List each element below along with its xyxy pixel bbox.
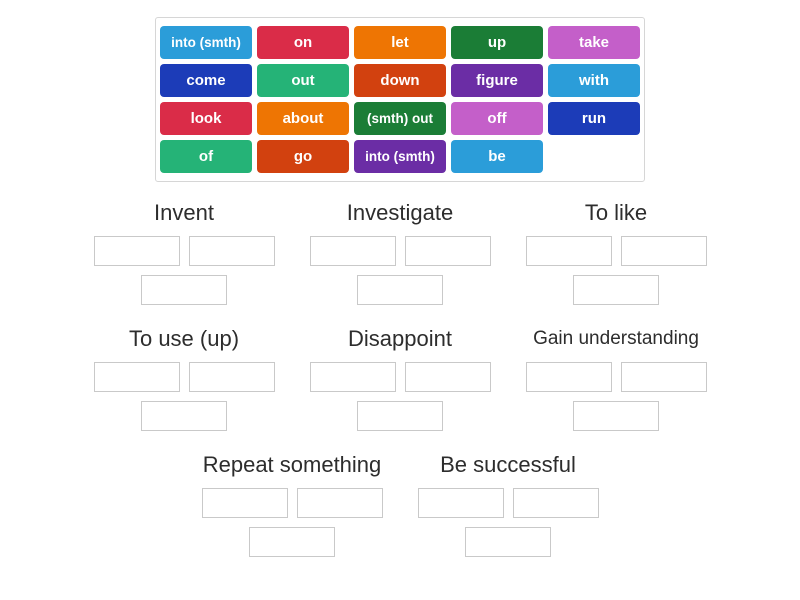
slot-row	[76, 236, 292, 266]
word-tile[interactable]: of	[160, 140, 252, 173]
answer-slot[interactable]	[404, 362, 491, 392]
word-tile[interactable]: up	[451, 26, 543, 59]
category-title: To like	[584, 200, 648, 225]
word-tile[interactable]: with	[548, 64, 640, 97]
answer-slot[interactable]	[357, 401, 443, 431]
category-title: Disappoint	[348, 326, 452, 351]
answer-slot[interactable]	[573, 401, 659, 431]
word-tile[interactable]: figure	[451, 64, 543, 97]
word-tile[interactable]: on	[257, 26, 349, 59]
slot-row	[508, 362, 724, 392]
slot-row	[184, 488, 400, 518]
word-tile[interactable]: look	[160, 102, 252, 135]
word-tile[interactable]: down	[354, 64, 446, 97]
answer-slot[interactable]	[404, 236, 491, 266]
answer-slot[interactable]	[620, 362, 707, 392]
answer-slot[interactable]	[249, 527, 335, 557]
category-title: To use (up)	[128, 326, 240, 351]
answer-slot[interactable]	[141, 275, 227, 305]
answer-slot[interactable]	[525, 362, 612, 392]
slot-row	[400, 488, 616, 518]
slot-row	[292, 275, 508, 305]
category-group: Disappoint	[292, 324, 508, 431]
answer-slot[interactable]	[620, 236, 707, 266]
category-title: Gain understanding	[533, 328, 699, 349]
word-tile[interactable]: off	[451, 102, 543, 135]
answer-slot[interactable]	[201, 488, 288, 518]
category-title: Be successful	[440, 452, 576, 477]
category-group: To use (up)	[76, 324, 292, 431]
category-title: Invent	[154, 200, 214, 225]
answer-slot[interactable]	[188, 236, 275, 266]
answer-slot[interactable]	[141, 401, 227, 431]
slot-row	[400, 527, 616, 557]
category-title: Investigate	[346, 200, 454, 225]
slot-row	[292, 401, 508, 431]
slot-row	[292, 362, 508, 392]
category-group: Investigate	[292, 198, 508, 305]
answer-slot[interactable]	[296, 488, 383, 518]
word-tile[interactable]: be	[451, 140, 543, 173]
answer-slot[interactable]	[417, 488, 504, 518]
word-tile[interactable]: into (smth)	[354, 140, 446, 173]
category-group: Gain understanding	[508, 324, 724, 431]
slot-row	[508, 401, 724, 431]
slot-row	[508, 236, 724, 266]
answer-slot[interactable]	[357, 275, 443, 305]
word-tile[interactable]: (smth) out	[354, 102, 446, 135]
answer-slot[interactable]	[525, 236, 612, 266]
word-tile[interactable]: run	[548, 102, 640, 135]
answer-slot[interactable]	[573, 275, 659, 305]
word-tile[interactable]: about	[257, 102, 349, 135]
category-groups: Invent Investigate To like To use (up) Disap…	[70, 198, 730, 576]
category-group: To like	[508, 198, 724, 305]
category-group: Invent	[76, 198, 292, 305]
word-tile[interactable]: go	[257, 140, 349, 173]
slot-row	[508, 275, 724, 305]
word-tile[interactable]: let	[354, 26, 446, 59]
answer-slot[interactable]	[512, 488, 599, 518]
word-tile[interactable]: come	[160, 64, 252, 97]
category-group: Repeat something	[184, 450, 400, 557]
slot-row	[292, 236, 508, 266]
answer-slot[interactable]	[309, 362, 396, 392]
answer-slot[interactable]	[309, 236, 396, 266]
answer-slot[interactable]	[465, 527, 551, 557]
slot-row	[184, 527, 400, 557]
category-title: Repeat something	[202, 452, 382, 477]
slot-row	[76, 401, 292, 431]
answer-slot[interactable]	[93, 362, 180, 392]
slot-row	[76, 362, 292, 392]
slot-row	[76, 275, 292, 305]
word-tile[interactable]: into (smth)	[160, 26, 252, 59]
word-tile[interactable]: out	[257, 64, 349, 97]
category-group: Be successful	[400, 450, 616, 557]
answer-slot[interactable]	[93, 236, 180, 266]
word-tile[interactable]: take	[548, 26, 640, 59]
answer-slot[interactable]	[188, 362, 275, 392]
